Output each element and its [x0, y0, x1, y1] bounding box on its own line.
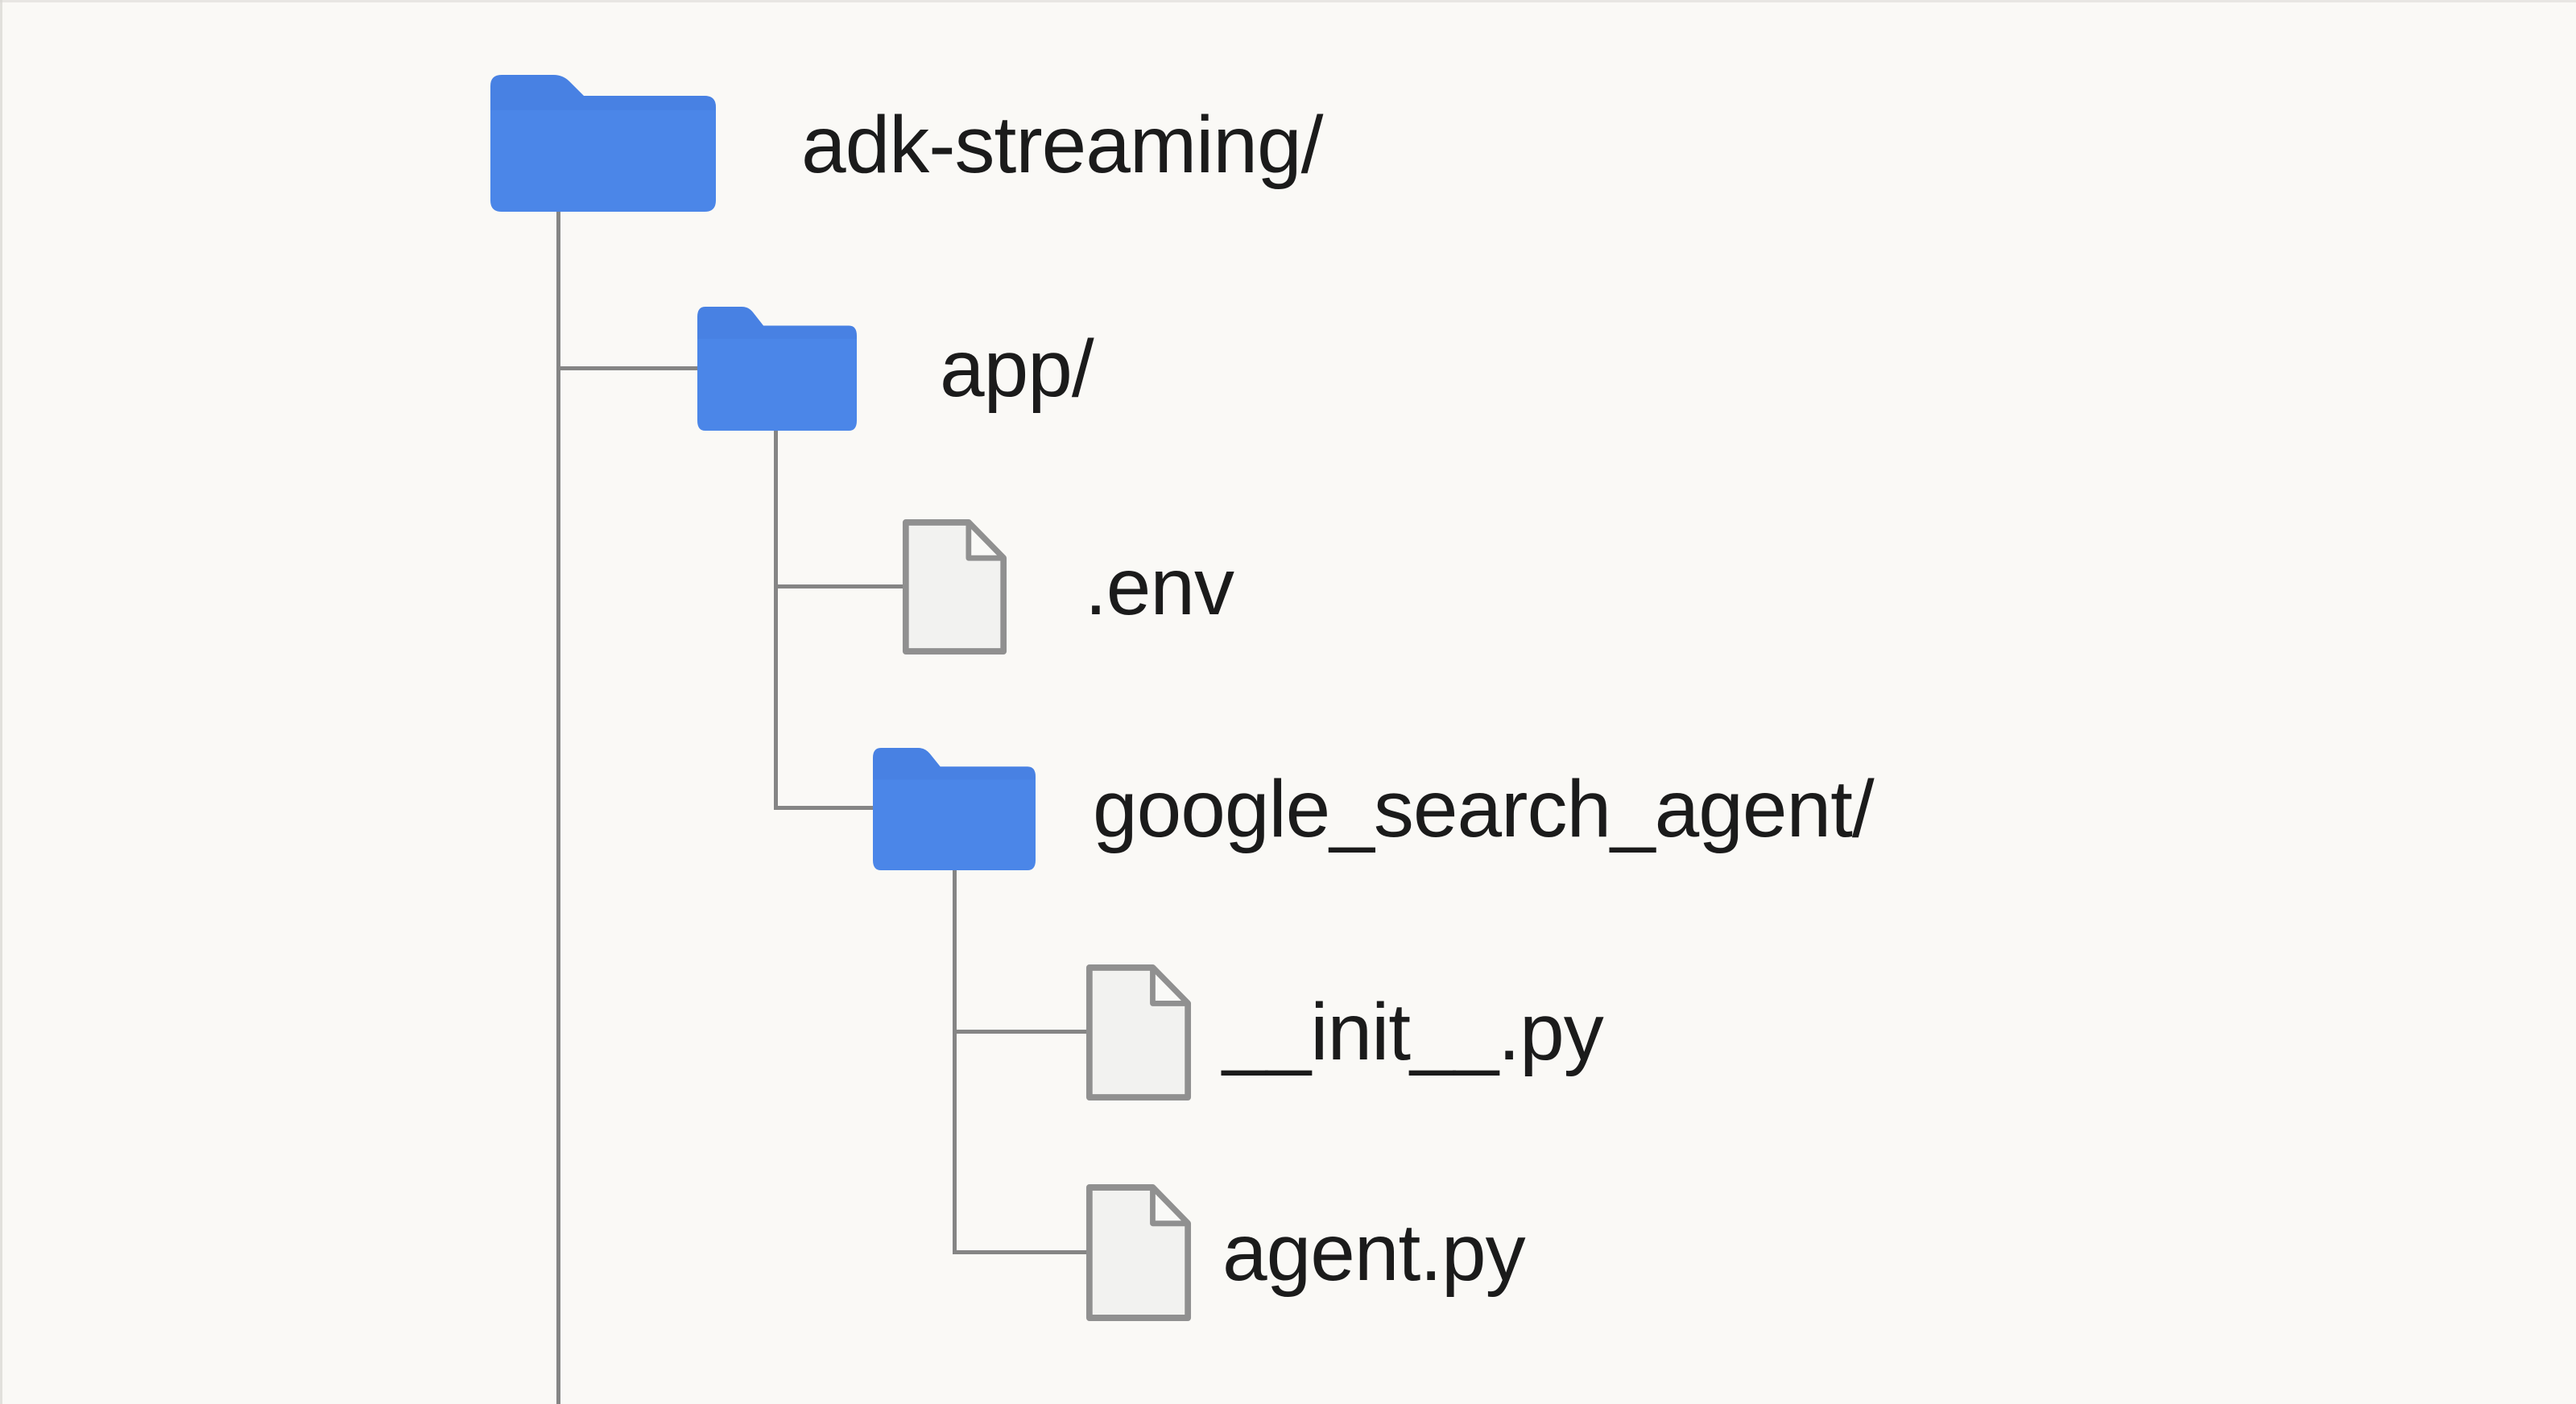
- frame-border-left: [0, 0, 2, 1404]
- tree-node-label: agent.py: [1222, 1208, 1526, 1298]
- tree-node-label: .env: [1085, 542, 1234, 632]
- tree-connector-line: [954, 1250, 1087, 1254]
- folder-icon: [873, 748, 1036, 870]
- tree-connector-line: [775, 584, 903, 588]
- tree-connector-line: [774, 429, 778, 810]
- tree-node-label: app/: [940, 324, 1094, 414]
- file-icon: [1085, 1183, 1192, 1322]
- file-icon: [902, 518, 1007, 655]
- tree-connector-line: [953, 869, 957, 1254]
- tree-connector-line: [775, 806, 875, 810]
- tree-node-label: adk-streaming/: [801, 100, 1323, 190]
- folder-icon: [697, 307, 857, 431]
- tree-connector-line: [558, 366, 699, 370]
- tree-node-label: __init__.py: [1222, 987, 1604, 1077]
- tree-node-label: google_search_agent/: [1093, 764, 1875, 854]
- folder-icon: [490, 75, 716, 212]
- file-icon: [1085, 964, 1192, 1101]
- tree-connector-line: [556, 211, 560, 1404]
- tree-connector-line: [954, 1030, 1087, 1034]
- frame-border-top: [0, 0, 2576, 2]
